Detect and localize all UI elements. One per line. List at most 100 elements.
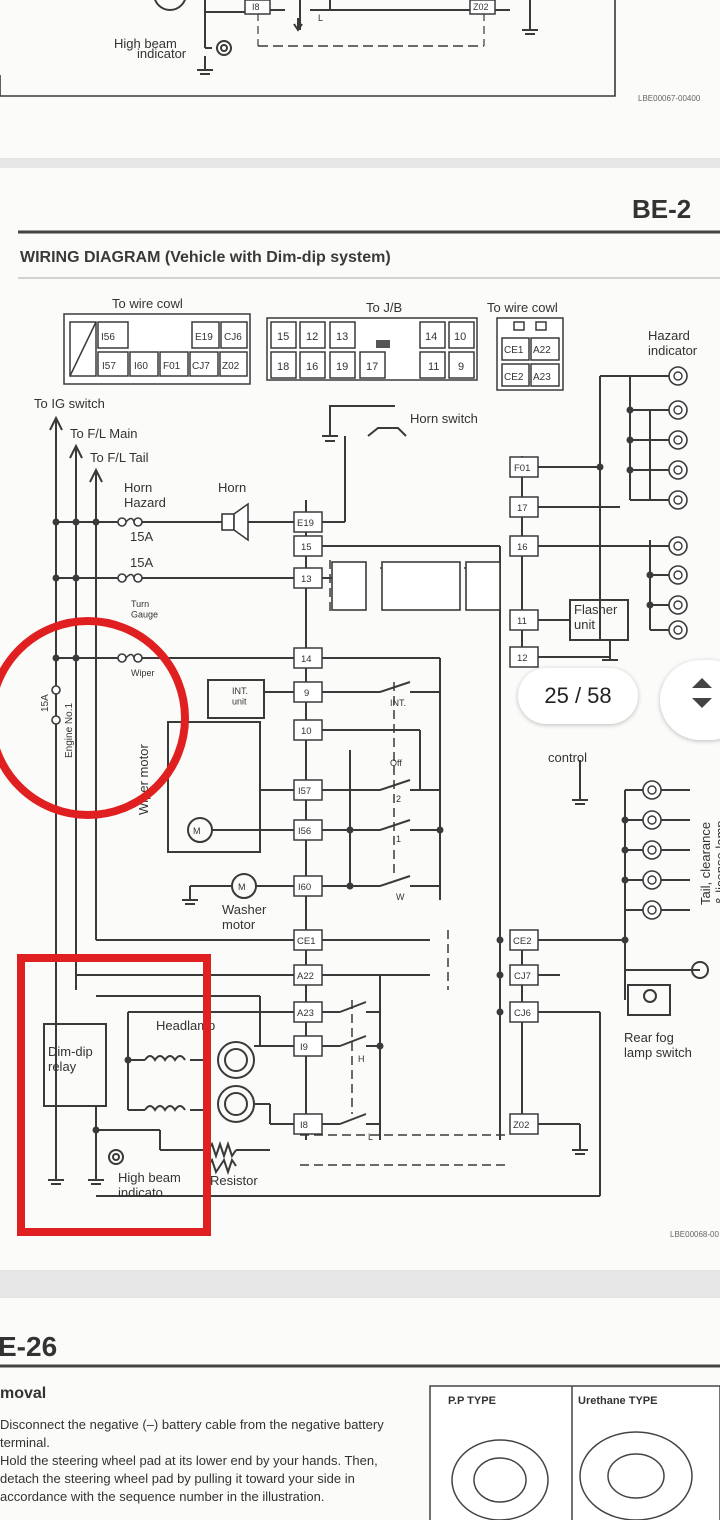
- previous-page-diagram: I8 Z02 L High beam indicator: [0, 0, 616, 97]
- conn-a22: A22: [297, 971, 314, 982]
- block2-cell-17: 17: [366, 361, 378, 373]
- fuse-15a-2-label: 15A: [130, 555, 153, 570]
- block1-cell-f01: F01: [163, 361, 181, 372]
- figure-code: LBE00067-00400: [638, 94, 701, 103]
- next-section-number: E-26: [0, 1331, 57, 1362]
- conn-ce2: CE2: [513, 936, 531, 947]
- control-label: control: [548, 750, 587, 765]
- diagram-code: LBE00068-00: [670, 1230, 719, 1239]
- removal-steps: Disconnect the negative (–) battery cabl…: [0, 1416, 400, 1506]
- indicator-label: indicator: [137, 46, 187, 61]
- block1-cell-i56: I56: [101, 332, 115, 343]
- conn-z02-label: Z02: [473, 2, 489, 12]
- next-page: E-26 moval P.P TYPE Urethane TYPE Discon…: [0, 1298, 720, 1520]
- to-ig-switch-label: To IG switch: [34, 396, 105, 411]
- block3-cell-ce1: CE1: [504, 345, 524, 356]
- conn-9: 9: [304, 688, 309, 699]
- diagram-title: WIRING DIAGRAM (Vehicle with Dim-dip sys…: [20, 249, 391, 266]
- to-jb-label: To J/B: [366, 300, 402, 315]
- to-wire-cowl-2-label: To wire cowl: [487, 300, 558, 315]
- conn-i8: I8: [300, 1120, 308, 1131]
- conn-e19: E19: [297, 518, 314, 529]
- off-position-label: Off: [390, 758, 402, 768]
- conn-14: 14: [301, 654, 312, 665]
- conn-13: 13: [301, 574, 312, 585]
- tail-lamp-label: Tail, clearance& license lamp: [698, 820, 720, 905]
- block2-cell-18: 18: [277, 361, 289, 373]
- next-page-content: E-26 moval P.P TYPE Urethane TYPE: [0, 1331, 720, 1520]
- removal-heading: moval: [0, 1385, 46, 1402]
- headlamp-label: Headlamp: [156, 1018, 215, 1033]
- conn-a23: A23: [297, 1008, 314, 1019]
- block2-cell-14: 14: [425, 331, 437, 343]
- conn-i56: I56: [298, 826, 311, 837]
- conn-11: 11: [517, 616, 527, 627]
- position-h-label: H: [358, 1054, 365, 1064]
- int-position-label: INT.: [390, 698, 406, 708]
- high-beam-label: High beam: [114, 36, 177, 51]
- block1-cell-i60: I60: [134, 361, 148, 372]
- annotation-rectangle: [17, 954, 211, 1236]
- page-scroll-button[interactable]: [660, 660, 720, 740]
- chevron-up-icon[interactable]: [692, 678, 712, 688]
- urethane-type-label: Urethane TYPE: [578, 1395, 657, 1407]
- conn-cj6: CJ6: [514, 1008, 531, 1019]
- page-indicator[interactable]: 25 / 58: [518, 668, 638, 724]
- washer-motor-m: M: [238, 882, 246, 892]
- block3-cell-ce2: CE2: [504, 372, 524, 383]
- conn-12: 12: [517, 653, 528, 664]
- conn-z02: Z02: [513, 1120, 529, 1131]
- block2-cell-9: 9: [458, 361, 464, 373]
- block2-cell-19: 19: [336, 361, 348, 373]
- to-fl-tail-label: To F/L Tail: [90, 450, 149, 465]
- conn-17: 17: [517, 503, 528, 514]
- position-1-label: 1: [396, 834, 401, 844]
- to-fl-main-label: To F/L Main: [70, 426, 137, 441]
- block1-cell-cj6: CJ6: [224, 332, 242, 343]
- wiring-diagram: BE-2 WIRING DIAGRAM (Vehicle with Dim-di…: [0, 194, 720, 1236]
- conn-16: 16: [517, 542, 528, 553]
- letter-l: L: [318, 13, 323, 23]
- block1-cell-cj7: CJ7: [192, 361, 210, 372]
- removal-step-2: Hold the steering wheel pad at its lower…: [0, 1453, 378, 1504]
- conn-i60: I60: [298, 882, 311, 893]
- horn-label: Horn: [218, 480, 246, 495]
- block1-cell-z02: Z02: [222, 361, 240, 372]
- conn-cj7: CJ7: [514, 971, 531, 982]
- resistor-label: Resistor: [210, 1173, 258, 1188]
- block2-cell-12: 12: [306, 331, 318, 343]
- conn-i57: I57: [298, 786, 311, 797]
- conn-i8-label: I8: [252, 2, 260, 12]
- block2-cell-15: 15: [277, 331, 289, 343]
- position-2-label: 2: [396, 794, 401, 804]
- block1-cell-e19: E19: [195, 332, 213, 343]
- pp-type-label: P.P TYPE: [448, 1395, 496, 1407]
- position-l-label: L: [368, 1132, 373, 1142]
- section-number: BE-2: [632, 194, 691, 224]
- block2-cell-16: 16: [306, 361, 318, 373]
- conn-10: 10: [301, 726, 312, 737]
- to-wire-cowl-label: To wire cowl: [112, 296, 183, 311]
- annotation-circle: [0, 617, 189, 819]
- previous-page: I8 Z02 L High beam indicator LBE00067-00…: [0, 0, 720, 158]
- conn-f01: F01: [514, 463, 530, 474]
- position-w-label: W: [396, 892, 405, 902]
- block3-cell-a23: A23: [533, 372, 551, 383]
- fuse-15a-1-label: 15A: [130, 529, 153, 544]
- block2-cell-10: 10: [454, 331, 466, 343]
- wiper-fuse-label: Wiper: [131, 668, 155, 678]
- block3-cell-a22: A22: [533, 345, 551, 356]
- block2-cell-11: 11: [428, 361, 439, 373]
- block2-cell-13: 13: [336, 331, 348, 343]
- block1-cell-i57: I57: [102, 361, 116, 372]
- chevron-down-icon[interactable]: [692, 698, 712, 708]
- conn-15: 15: [301, 542, 312, 553]
